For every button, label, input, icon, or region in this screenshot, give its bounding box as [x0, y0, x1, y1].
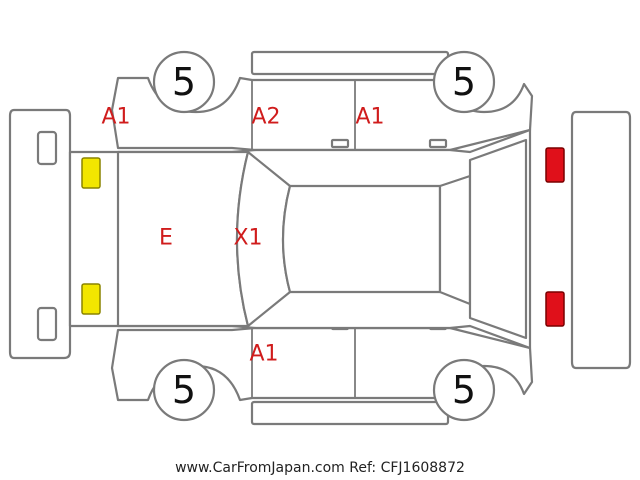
- damage-mark-front-right-door: A1: [249, 342, 278, 367]
- left-rear-handle: [428, 138, 448, 149]
- front-bumper-tab-bottom: [36, 306, 58, 342]
- roof-panel: [281, 184, 442, 294]
- damage-mark-hood: E: [159, 226, 173, 251]
- damage-mark-rear-left-door: A1: [355, 105, 384, 130]
- front-bumper-tab-top: [36, 130, 58, 166]
- footer-reference-text: www.CarFromJapan.com Ref: CFJ1608872: [175, 460, 465, 476]
- front-bumper: [8, 108, 72, 360]
- front-left-headlight: [81, 157, 101, 189]
- right-roof-strip: [250, 400, 450, 426]
- rear-right-tire-grade: 5: [452, 368, 476, 412]
- front-right-headlight: [81, 283, 101, 315]
- rear-right-tire-circle: [432, 358, 496, 422]
- left-roof-strip: [250, 50, 450, 76]
- rear-left-tire-grade: 5: [452, 60, 476, 104]
- rear-deck: [468, 138, 528, 340]
- rear-left-taillight: [545, 147, 565, 183]
- rear-bumper: [570, 110, 632, 370]
- front-left-tire-grade: 5: [172, 60, 196, 104]
- rear-right-taillight: [545, 291, 565, 327]
- left-front-handle: [330, 138, 350, 149]
- rear-left-tire-circle: [432, 50, 496, 114]
- front-right-tire-circle: [152, 358, 216, 422]
- damage-mark-front-left-fender: A1: [101, 105, 130, 130]
- hood-panel: [116, 150, 250, 328]
- front-left-tire-circle: [152, 50, 216, 114]
- rear-window: [438, 174, 472, 306]
- damage-mark-windshield: X1: [233, 226, 262, 251]
- front-right-tire-grade: 5: [172, 368, 196, 412]
- damage-mark-front-left-door: A2: [251, 105, 280, 130]
